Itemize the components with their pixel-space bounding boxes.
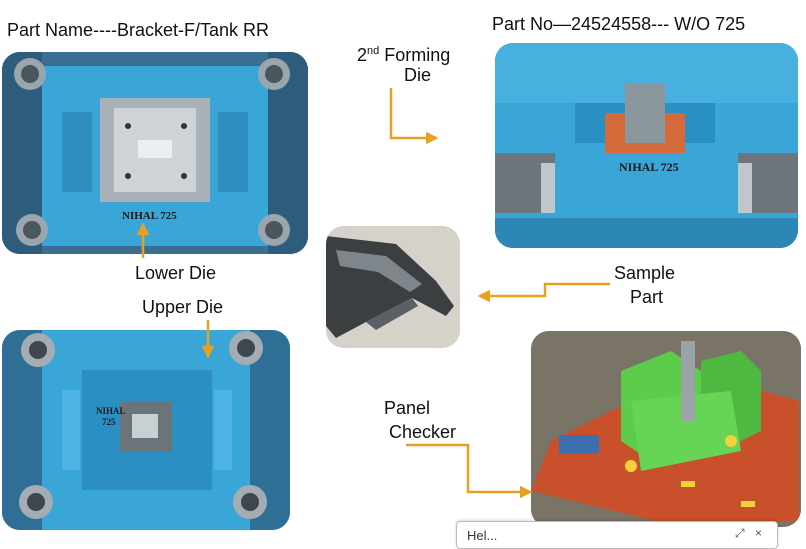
lower-die-drawing [2,52,308,254]
panel-label: Panel [384,398,431,418]
forming-text: Forming [379,45,451,65]
forming-die-arrow [389,88,439,145]
help-popup[interactable]: Hel... ⤢ × [456,521,778,549]
sample-label: Sample [614,263,676,283]
lower-die-caption: NIHAL 725 [122,210,177,222]
forming-superscript: nd [367,45,380,57]
forming-die-drawing [495,43,798,248]
callout-arrows [136,88,610,499]
forming-die-photo: NIHAL 725 [495,43,798,248]
close-icon[interactable]: × [755,526,763,540]
sample-part-drawing [326,226,460,348]
checker-label: Checker [389,422,457,442]
upper-die-caption-line1: NIHAL [96,406,126,416]
forming-number: 2 [357,45,368,65]
panel-checker-arrow [406,443,533,499]
help-popup-text: Hel... [467,528,498,543]
lower-die-label: Lower Die [135,263,217,283]
forming-die-label: 2nd Forming [357,40,450,66]
sample-part-arrow [477,282,610,303]
upper-die-drawing [2,330,290,530]
upper-die-photo: NIHAL 725 [2,330,290,530]
part-no-label: Part No—24524558--- W/O 725 [492,14,746,34]
part-name-label: Part Name----Bracket-F/Tank RR [7,20,270,40]
panel-checker-drawing [531,331,801,527]
upper-die-label: Upper Die [142,297,224,317]
sample-part-photo [326,226,460,348]
panel-checker-photo [531,331,801,527]
expand-icon[interactable]: ⤢ [735,526,745,540]
part-label: Part [630,287,664,307]
forming-die-caption: NIHAL 725 [619,160,679,174]
forming-die-label-line2: Die [404,65,432,85]
lower-die-photo: NIHAL 725 [2,52,308,254]
upper-die-caption-line2: 725 [102,417,116,427]
